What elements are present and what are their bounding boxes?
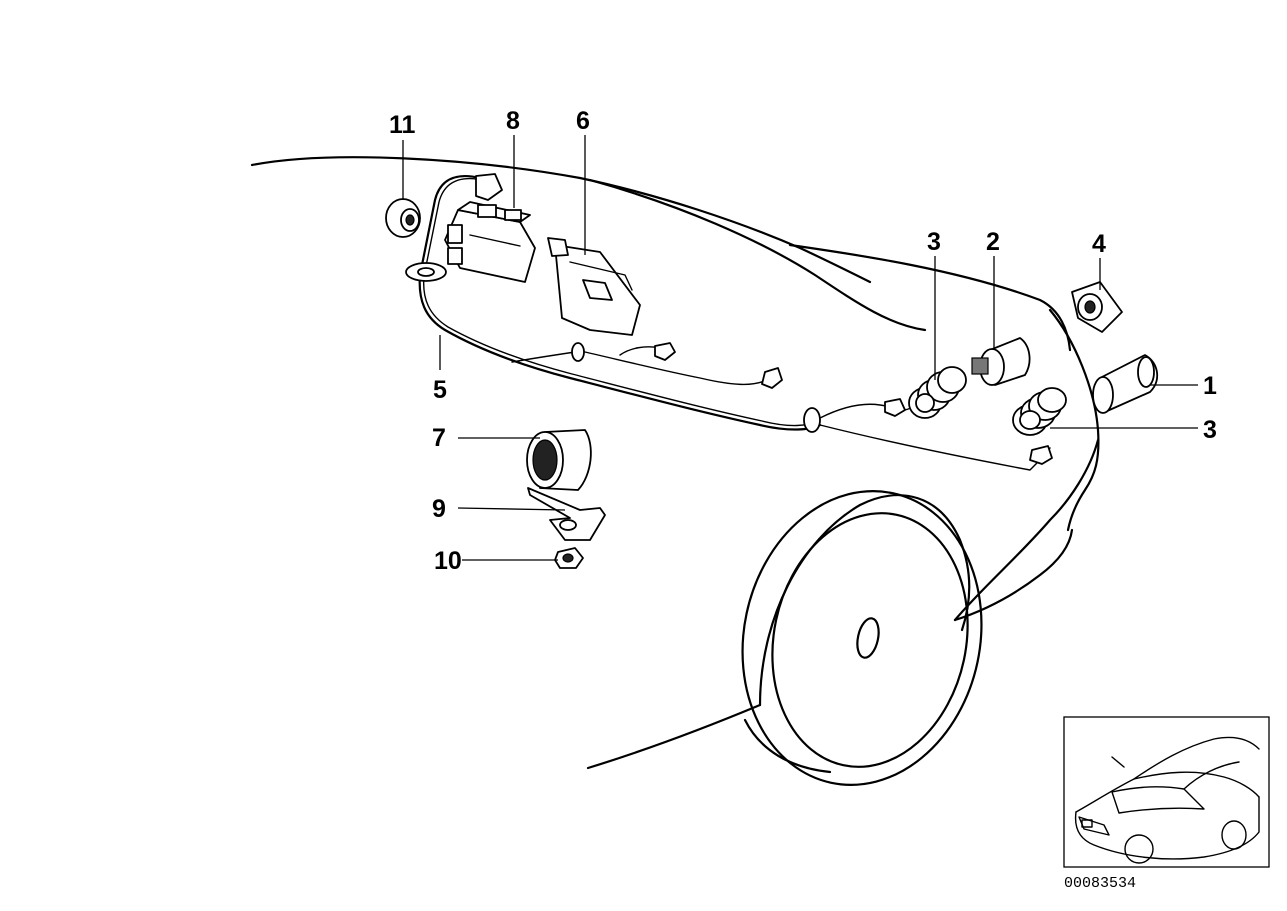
part-8-control-unit (444, 173, 536, 283)
callout-1: 1 (1203, 372, 1217, 400)
callout-labels: 11 8 6 3 2 4 1 3 5 7 9 10 (389, 107, 1217, 575)
callout-4: 4 (1092, 230, 1106, 258)
part-11-grommet (385, 198, 421, 238)
part-3-spring-lower (1012, 387, 1067, 436)
part-1-sensor (1092, 354, 1159, 414)
callout-9: 9 (432, 495, 446, 523)
rear-wheel (741, 490, 983, 786)
callout-3-lower: 3 (1203, 416, 1217, 444)
wiring-harness (405, 174, 1053, 471)
vehicle-inset (1063, 716, 1270, 868)
callout-7: 7 (432, 424, 446, 452)
part-4-cover (1071, 281, 1123, 333)
part-6-bracket (547, 237, 641, 336)
callout-6: 6 (576, 107, 590, 135)
part-7-holder (526, 429, 592, 491)
callout-11: 11 (389, 111, 416, 139)
leader-lines (402, 135, 1198, 561)
callout-2: 2 (986, 228, 1000, 256)
callout-8: 8 (506, 107, 520, 135)
drawing-number: 00083534 (1064, 875, 1136, 892)
car-body-outline (250, 156, 1100, 770)
callout-10: 10 (434, 547, 462, 575)
part-10-nut (554, 547, 584, 569)
callout-3-upper: 3 (927, 228, 941, 256)
part-9-bracket-plate (527, 487, 606, 541)
callout-5: 5 (433, 376, 447, 404)
part-3-spring-upper (908, 366, 967, 419)
part-2-sensor (971, 337, 1031, 386)
